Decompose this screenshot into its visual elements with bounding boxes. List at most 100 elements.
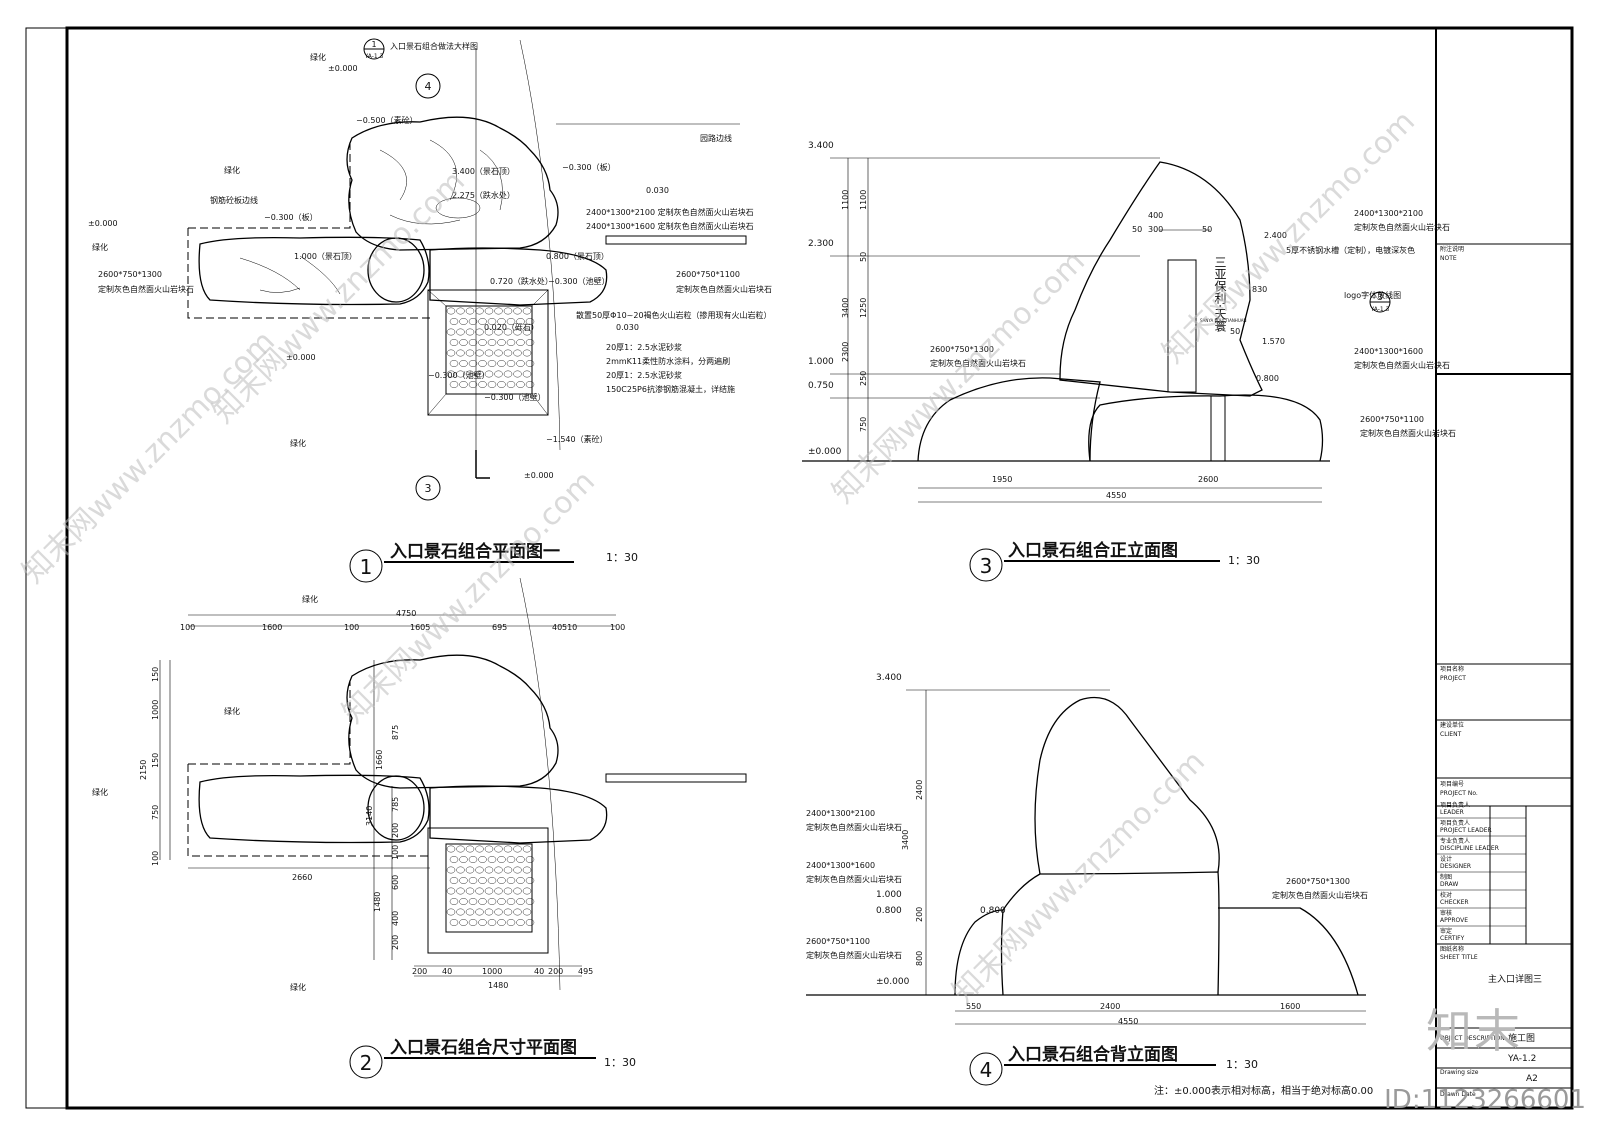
plan2-title: 2 入口景石组合尺寸平面图 1：30 (349, 1037, 636, 1079)
tb-projno-cn: 项目编号 (1440, 780, 1464, 788)
pebble (449, 381, 459, 388)
pebble (494, 307, 503, 315)
elev4-title: 4 入口景石组合背立面图 1：30 (969, 1044, 1258, 1086)
tb-row-cn: 项目负责人 (1440, 819, 1470, 827)
pebble (446, 866, 456, 874)
e4-bd-1600: 1600 (1280, 1002, 1300, 1011)
e4-bt: 4550 (1118, 1017, 1138, 1026)
p1-elev-0b: ±0.000 (88, 219, 118, 228)
p1-pave5: 150C25P6抗渗钢筋混凝土，详结施 (606, 384, 735, 394)
p2-inner-dim: 875 (391, 725, 400, 740)
pebble (449, 919, 459, 926)
pebble (468, 360, 478, 367)
e4-vd-200: 200 (915, 907, 924, 922)
pebble (503, 845, 513, 853)
pebble (503, 908, 513, 916)
pebble (465, 370, 475, 378)
pebble (446, 887, 456, 895)
p1-ref-num: 1 (371, 40, 376, 49)
p2-top-dim: 40 (552, 623, 562, 632)
p1-elev-002: 0.020（砾石） (484, 322, 539, 332)
p1-elev-m03b: −0.300（板） (264, 212, 318, 222)
p1-elev-m154: −1.540（素砼） (546, 434, 608, 444)
p1-greening-c: 绿化 (290, 438, 306, 448)
tb-row-cn: 审核 (1440, 909, 1452, 917)
p2-bottom-dim: 495 (578, 967, 593, 976)
pebble (484, 349, 494, 357)
p2-pool-dim: 600 (391, 875, 400, 890)
pebble (468, 339, 478, 346)
p1-elev-0-top: ±0.000 (328, 64, 358, 73)
e4-bd-2400: 2400 (1100, 1002, 1120, 1011)
pebble (475, 887, 484, 895)
pebble (522, 328, 532, 336)
e4-s3b: 定制灰色自然面火山岩块石 (806, 950, 902, 960)
p2-bottom-total: 1480 (488, 981, 508, 990)
tb-note-cn: 附注说明 (1440, 245, 1464, 253)
pebble (456, 328, 465, 336)
pebble (449, 877, 459, 884)
pebble (459, 360, 468, 367)
pebble (465, 349, 475, 357)
pebble (494, 328, 503, 336)
pebble (487, 898, 497, 905)
p1-pave2: 20厚1：2.5水泥砂浆 (606, 342, 682, 352)
e3-stone3b: 定制灰色自然面火山岩块石 (1360, 428, 1456, 438)
e3-level: 3.400 (808, 141, 834, 151)
p2-left-dim: 150 (151, 753, 160, 768)
tb-date-en: Drawn Date (1440, 1091, 1476, 1098)
tb-row-cn: 制图 (1440, 873, 1452, 881)
p2-left-dim: 100 (151, 851, 160, 866)
tb-size: A2 (1526, 1074, 1538, 1084)
p2-inner-dim: 3140 (365, 806, 374, 826)
pebble (497, 381, 506, 388)
e4-s4b: 定制灰色自然面火山岩块石 (1272, 890, 1368, 900)
pebble (525, 318, 535, 325)
pebble (449, 856, 459, 863)
pebble (513, 370, 522, 378)
pebble (497, 877, 506, 884)
tb-note-en: NOTE (1440, 255, 1457, 262)
pebble (459, 381, 468, 388)
bottom-note: 注：±0.000表示相对标高，相当于绝对标高0.00 (1154, 1084, 1373, 1097)
p2-top-dim: 1605 (410, 623, 430, 632)
tb-row-en: CHECKER (1440, 899, 1469, 906)
p1-elev-m03p2: −0.300（池壁） (428, 370, 490, 380)
pebble (516, 339, 525, 346)
pebble (449, 360, 459, 367)
e3-btotal: 4550 (1106, 491, 1126, 500)
p2-top-dim: 1600 (262, 623, 282, 632)
elev4-labels: 3.400 2400*1300*2100 定制灰色自然面火山岩块石 2400*1… (806, 673, 1368, 1026)
p1-stone-b: 2600*750*1300 (98, 270, 162, 279)
pebble (456, 887, 465, 895)
pebble (468, 318, 478, 325)
elev3-logo-ref: 3 YA-1.3 (1369, 291, 1391, 313)
pebble (487, 360, 497, 367)
pebble (459, 318, 468, 325)
tb-size-en: Drawing size (1440, 1069, 1479, 1076)
e4-vd-800: 800 (915, 951, 924, 966)
e3-bdim-2600: 2600 (1198, 475, 1218, 484)
pebble (525, 919, 535, 926)
p2-scale: 1：30 (604, 1056, 636, 1069)
pebble (497, 919, 506, 926)
e3-e157: 1.570 (1262, 337, 1285, 346)
p2-inner-dim: 785 (391, 797, 400, 812)
p1-steel-edge: 钢筋砼板边线 (210, 195, 258, 205)
pebble (497, 360, 506, 367)
plan1-labels: 绿化 ±0.000 入口景石组合做法大样图 −0.500（素砼） 绿化 3.40… (88, 41, 772, 480)
pebble (494, 887, 503, 895)
p1-elev-1: 1.000（景石顶） (294, 252, 357, 261)
p2-bottom-dim: 1000 (482, 967, 502, 976)
pebble (446, 349, 456, 357)
pebble (475, 866, 484, 874)
p1-section3: 3 (425, 482, 432, 495)
elevation-3 (802, 157, 1330, 503)
pebble (516, 318, 525, 325)
p2-title-num: 2 (360, 1051, 373, 1075)
pebble (522, 370, 532, 378)
e4-s2b: 定制灰色自然面火山岩块石 (806, 874, 902, 884)
inner-frame (65, 26, 1574, 1110)
plan2-labels: 绿化 绿化 绿化 绿化 4750 2660 1480 (92, 594, 508, 992)
